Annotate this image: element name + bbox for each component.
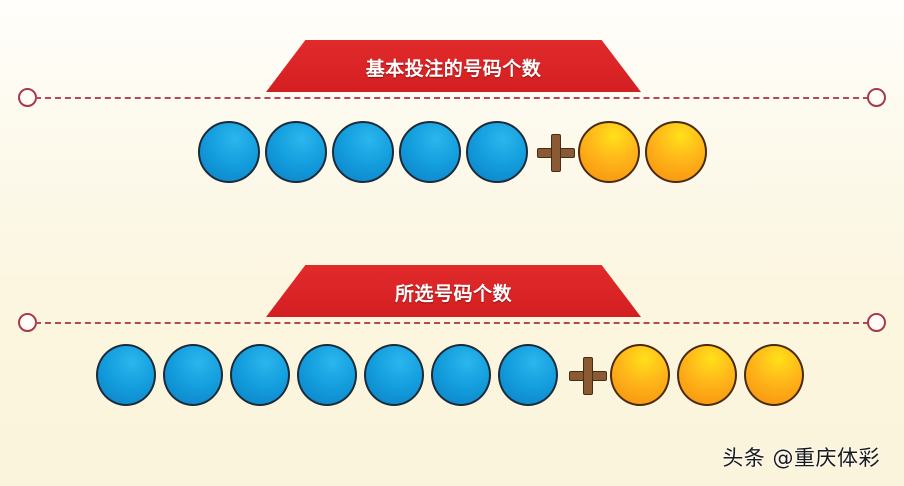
orange-ball-icon (610, 344, 670, 406)
dashed-divider (35, 322, 869, 324)
blue-ball-icon (198, 121, 260, 183)
ball-row (198, 121, 712, 183)
rule-end-circle-icon (867, 313, 886, 332)
basic-bet-section: 基本投注的号码个数 (0, 0, 904, 240)
ball-row (96, 344, 811, 406)
section-banner: 所选号码个数 (266, 265, 641, 317)
blue-ball-icon (163, 344, 223, 406)
blue-ball-icon (498, 344, 558, 406)
blue-ball-icon (399, 121, 461, 183)
blue-ball-icon (364, 344, 424, 406)
orange-ball-icon (744, 344, 804, 406)
orange-ball-icon (645, 121, 707, 183)
blue-ball-icon (297, 344, 357, 406)
plus-icon (569, 357, 607, 395)
blue-ball-icon (332, 121, 394, 183)
blue-ball-icon (466, 121, 528, 183)
source-watermark: 头条 @重庆体彩 (722, 446, 880, 470)
blue-ball-icon (96, 344, 156, 406)
orange-ball-icon (677, 344, 737, 406)
blue-ball-icon (230, 344, 290, 406)
section-banner: 基本投注的号码个数 (266, 40, 641, 92)
section-title: 所选号码个数 (394, 282, 512, 305)
blue-ball-icon (265, 121, 327, 183)
orange-ball-icon (578, 121, 640, 183)
blue-ball-icon (431, 344, 491, 406)
plus-icon (537, 134, 575, 172)
dashed-divider (35, 97, 869, 99)
section-title: 基本投注的号码个数 (365, 57, 542, 80)
rule-end-circle-icon (867, 88, 886, 107)
